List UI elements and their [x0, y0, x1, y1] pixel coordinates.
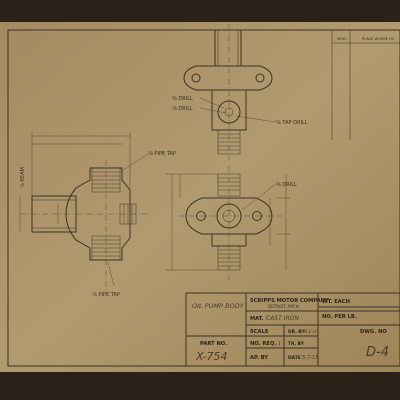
revision-block: MOD. PLACE WHERE US — [331, 30, 400, 140]
top-view — [183, 24, 277, 160]
side-view — [166, 166, 290, 280]
date-value: 5-7-15 — [302, 355, 318, 361]
part-no-value: X-754 — [195, 350, 228, 363]
front-view — [19, 132, 150, 290]
pipe-tap-callout-bottom: ⅛ PIPE TAP — [92, 292, 120, 298]
side-drill-callout: ⅜ DRILL — [276, 182, 297, 188]
tap-drill-callout: ⅝ TAP DRILL — [276, 120, 308, 126]
no-req-value: 1 — [278, 341, 281, 347]
no-per-lb-label: NO. PER LB. — [322, 314, 357, 320]
traced-by-label: TR. BY — [288, 341, 305, 347]
company-city: DETROIT, MICH. — [268, 304, 300, 309]
no-req-label: NO. REQ. — [250, 341, 276, 347]
drill-callout-b: ⅛ DRILL — [172, 106, 193, 112]
drawn-by-label: DR. BY — [288, 329, 305, 335]
ream-callout: ⅞ REAM — [20, 167, 26, 188]
paper-background — [0, 22, 400, 372]
material-label: MAT. — [250, 316, 264, 322]
revision-mod-header: MOD. — [337, 37, 347, 41]
revision-place-header: PLACE WHERE US — [362, 37, 395, 41]
pipe-tap-callout-top: ⅛ PIPE TAP — [148, 151, 176, 157]
part-no-label: PART NO. — [200, 341, 227, 347]
date-label: DATE — [288, 355, 301, 361]
company-name: SCRIPPS MOTOR COMPANY — [250, 298, 329, 304]
wt-each-label: WT. EACH — [322, 299, 350, 305]
drawn-by-value: N.E.H. — [304, 329, 318, 335]
material-value: CAST IRON — [266, 315, 299, 322]
drill-callout-a: ⅜ DRILL — [172, 96, 193, 102]
dwg-no-value: D-4 — [366, 345, 389, 360]
dwg-no-label: DWG. NO — [360, 329, 387, 335]
approved-by-label: AP. BY — [250, 355, 268, 361]
scale-label: SCALE — [250, 329, 269, 335]
part-name: OIL PUMP BODY — [192, 302, 245, 310]
title-block — [185, 292, 400, 367]
